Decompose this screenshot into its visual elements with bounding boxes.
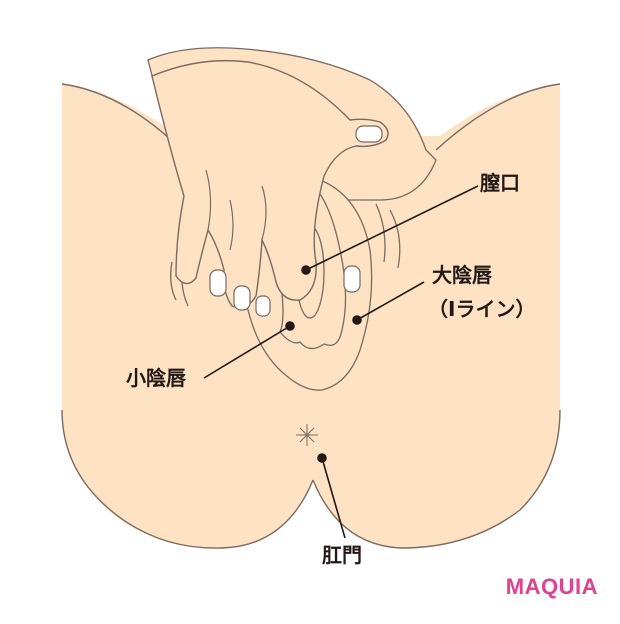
label-vaginal-opening: 膣口 — [480, 171, 520, 195]
nail-2 — [233, 285, 251, 311]
leader-anus — [321, 457, 346, 539]
leader-lines — [203, 185, 479, 539]
label-anus: 肛門 — [322, 543, 362, 567]
label-i-line: （Iライン） — [428, 297, 536, 321]
anus-mark — [296, 424, 318, 446]
hand — [151, 59, 389, 309]
label-labia-minora: 小陰唇 — [126, 366, 186, 390]
right-thigh-line — [435, 83, 561, 151]
nail-1 — [209, 269, 227, 297]
buttocks-outline — [61, 409, 314, 549]
buttocks-outline-right — [312, 409, 561, 549]
leader-labia-majora — [356, 281, 425, 321]
leader-vaginal-opening — [305, 185, 479, 271]
leader-labia-minora — [203, 325, 291, 379]
brand-logo: MAQUIA — [505, 574, 598, 599]
fingernails — [209, 125, 383, 317]
finger-lines — [205, 169, 267, 251]
nail-3 — [255, 295, 271, 317]
dot-anus — [317, 453, 327, 463]
dot-labia-minora — [285, 321, 295, 331]
nail-right — [343, 265, 361, 293]
nail-top — [355, 125, 383, 143]
label-labia-majora: 大陰唇 — [432, 263, 492, 287]
dot-labia-majora — [352, 315, 362, 325]
dot-vaginal-opening — [301, 265, 311, 275]
